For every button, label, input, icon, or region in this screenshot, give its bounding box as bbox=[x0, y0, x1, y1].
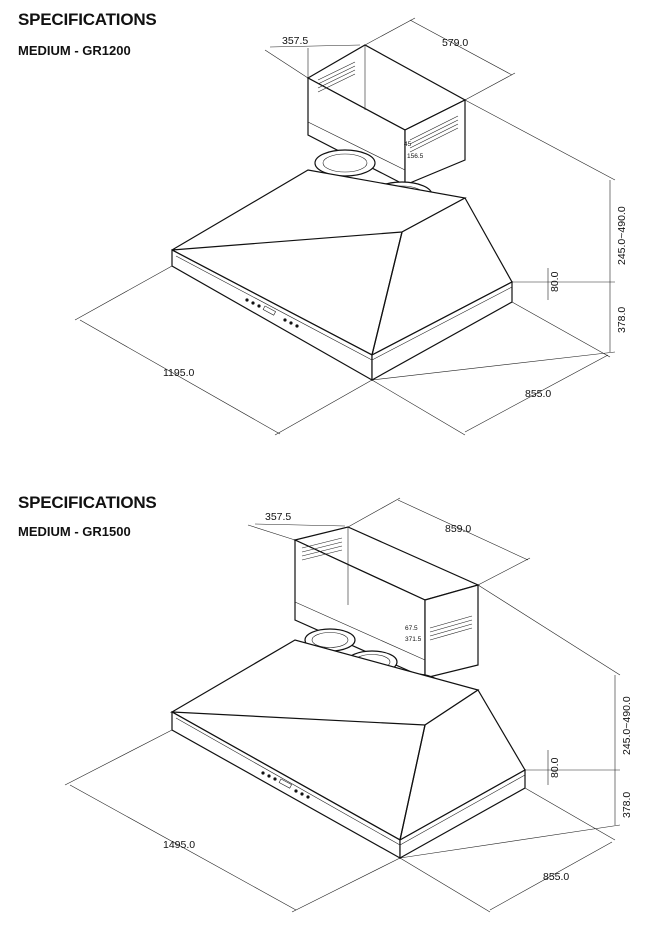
dim-chimney-height: 245.0~490.0 bbox=[621, 696, 633, 755]
hood-body bbox=[171, 169, 513, 357]
range-hood-drawing-gr1200: 357.5 579.0 1195.0 855.0 245.0~490.0 80.… bbox=[74, 17, 628, 436]
dim-inner-b: 45 bbox=[404, 141, 412, 148]
dim-edge-height: 80.0 bbox=[549, 757, 561, 778]
spec-section-gr1200: SPECIFICATIONS MEDIUM - GR1200 bbox=[18, 10, 628, 436]
dim-top-width: 579.0 bbox=[442, 37, 468, 49]
dim-depth: 855.0 bbox=[525, 388, 551, 400]
dim-top-depth: 357.5 bbox=[282, 35, 308, 47]
section-title: SPECIFICATIONS bbox=[18, 493, 157, 512]
section-title: SPECIFICATIONS bbox=[18, 10, 157, 29]
dim-inner-a: 156.5 bbox=[407, 153, 424, 160]
dim-top-width: 859.0 bbox=[445, 523, 471, 535]
model-name: MEDIUM - GR1200 bbox=[18, 43, 131, 58]
dim-width: 1195.0 bbox=[163, 367, 194, 379]
dim-top-depth: 357.5 bbox=[265, 511, 291, 523]
range-hood-drawing-gr1500: 357.5 859.0 1495.0 855.0 245.0~490.0 80.… bbox=[64, 497, 633, 913]
dim-width: 1495.0 bbox=[163, 839, 195, 851]
dim-depth: 855.0 bbox=[543, 871, 569, 883]
dim-chimney-height: 245.0~490.0 bbox=[616, 206, 628, 265]
dim-inner-b: 371.5 bbox=[405, 636, 422, 643]
dim-edge-height: 80.0 bbox=[549, 271, 561, 292]
hood-body bbox=[169, 639, 526, 842]
dimension-lines bbox=[64, 497, 621, 913]
chimney-box bbox=[293, 526, 480, 679]
dim-hood-height: 378.0 bbox=[621, 792, 633, 818]
dim-hood-height: 378.0 bbox=[616, 307, 628, 333]
model-name: MEDIUM - GR1500 bbox=[18, 524, 131, 539]
chimney-box bbox=[306, 44, 467, 186]
spec-section-gr1500: SPECIFICATIONS MEDIUM - GR1500 bbox=[0, 480, 648, 934]
dim-inner-a: 67.5 bbox=[405, 625, 418, 632]
hood-base bbox=[171, 710, 526, 860]
dimension-lines bbox=[74, 17, 616, 436]
